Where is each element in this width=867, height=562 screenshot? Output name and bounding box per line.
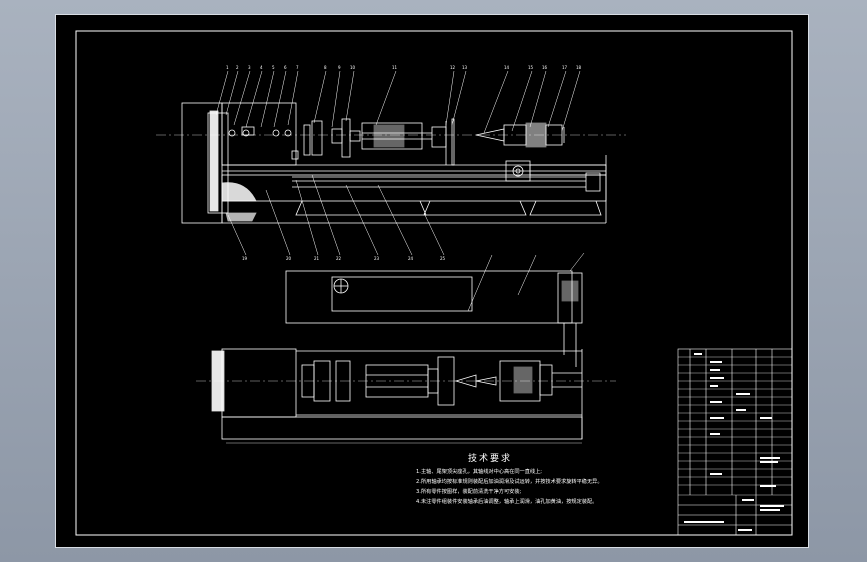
svg-text:17: 17 xyxy=(562,65,568,70)
svg-text:20: 20 xyxy=(286,256,292,261)
tech-req-item-4: 4.未注零件组装件安装轴承后油调整，轴承上润滑，油孔加黄油，按规定装配。 xyxy=(416,499,598,505)
top-view xyxy=(196,348,616,444)
title-block xyxy=(677,348,793,536)
svg-text:5: 5 xyxy=(272,65,275,70)
svg-text:18: 18 xyxy=(576,65,582,70)
technical-requirements: 技术要求 1.主轴、尾架顶尖座孔，其轴线对中心高在同一直线上; 2.所用轴承均按… xyxy=(416,451,706,507)
svg-text:12: 12 xyxy=(450,65,456,70)
tech-req-item-2: 2.所用轴承均按标准规则装配后加油润滑及试运转，并按技术要求旋转平稳无异。 xyxy=(416,479,603,485)
svg-text:6: 6 xyxy=(284,65,287,70)
svg-text:23: 23 xyxy=(374,256,380,261)
svg-text:4: 4 xyxy=(260,65,263,70)
svg-text:21: 21 xyxy=(314,256,320,261)
svg-text:1: 1 xyxy=(226,65,229,70)
svg-text:11: 11 xyxy=(392,65,398,70)
svg-text:10: 10 xyxy=(350,65,356,70)
svg-text:2: 2 xyxy=(236,65,239,70)
svg-text:7: 7 xyxy=(296,65,299,70)
svg-text:3: 3 xyxy=(248,65,251,70)
tech-req-item-3: 3.所有零件按图样，装配前清洗干净方可安装; xyxy=(416,489,522,495)
svg-text:15: 15 xyxy=(528,65,534,70)
svg-text:13: 13 xyxy=(462,65,468,70)
svg-text:24: 24 xyxy=(408,256,414,261)
svg-text:16: 16 xyxy=(542,65,548,70)
tech-req-item-1: 1.主轴、尾架顶尖座孔，其轴线对中心高在同一直线上; xyxy=(416,469,543,475)
svg-text:25: 25 xyxy=(440,256,446,261)
svg-text:14: 14 xyxy=(504,65,510,70)
svg-text:19: 19 xyxy=(242,256,248,261)
svg-text:9: 9 xyxy=(338,65,341,70)
middle-view xyxy=(285,252,585,367)
tech-req-title: 技术要求 xyxy=(468,454,513,464)
svg-text:22: 22 xyxy=(336,256,342,261)
inner-frame xyxy=(75,30,793,536)
svg-text:8: 8 xyxy=(324,65,327,70)
